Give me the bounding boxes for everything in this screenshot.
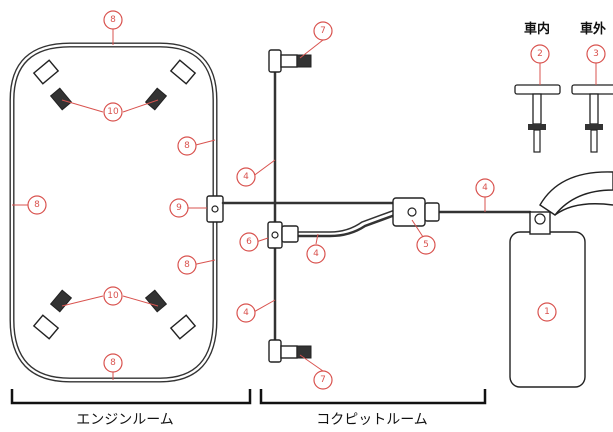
callout-3: 3 [586,44,606,64]
engine-room-bracket [10,389,252,405]
callout-10-top: 10 [103,102,123,122]
exterior-label: 車外 [580,21,606,37]
engine-room-loop [9,42,218,383]
svg-text:4: 4 [482,183,488,193]
valve [392,197,440,227]
svg-text:2: 2 [537,49,543,59]
cross-fitting [267,221,299,249]
interior-label: 車内 [524,21,550,37]
callout-4-right: 4 [475,178,495,198]
cockpit-room-bracket [259,389,487,405]
svg-text:7: 7 [320,375,326,385]
engine-room-label: エンジンルーム [76,412,174,428]
t-handle-interior [514,84,561,153]
callout-10-bottom: 10 [103,286,123,306]
callout-7-top: 7 [313,21,333,41]
svg-text:10: 10 [107,107,119,117]
callout-7-bottom: 7 [313,370,333,390]
loop-tee-fitting [206,195,224,223]
callout-8-top: 8 [103,10,123,30]
svg-text:9: 9 [176,203,182,213]
callout-4-upper: 4 [236,167,256,187]
callout-8-left: 8 [27,195,47,215]
nozzle-bottom-left [32,289,73,340]
callout-1: 1 [537,302,557,322]
svg-text:5: 5 [423,240,429,250]
callout-4-branch: 4 [306,244,326,264]
cockpit-room-label: コクピットルーム [316,412,428,428]
svg-text:7: 7 [320,26,326,36]
t-handle-exterior [571,84,613,153]
nozzle-cockpit-bottom [268,339,312,363]
callout-9: 9 [169,198,189,218]
nozzle-cockpit-top [268,49,312,73]
callout-8-right-lower: 8 [177,255,197,275]
svg-text:4: 4 [243,308,249,318]
leader-lines [12,29,597,380]
svg-text:8: 8 [110,15,116,25]
callout-2: 2 [530,44,550,64]
cockpit-pipes [221,58,532,357]
svg-text:4: 4 [243,172,249,182]
svg-text:1: 1 [544,307,550,317]
svg-text:8: 8 [184,260,190,270]
callout-4-lower: 4 [236,303,256,323]
nozzle-top-right [144,59,197,111]
svg-text:8: 8 [34,200,40,210]
callout-6: 6 [239,232,259,252]
svg-text:4: 4 [313,249,319,259]
svg-text:10: 10 [107,291,119,301]
svg-text:8: 8 [184,141,190,151]
callout-8-bottom: 8 [103,353,123,373]
nozzle-top-left [32,59,73,111]
svg-text:8: 8 [110,358,116,368]
callout-8-right-upper: 8 [177,136,197,156]
extinguisher-bottle [509,171,613,388]
nozzle-bottom-right [144,289,197,340]
svg-text:3: 3 [593,49,599,59]
callout-5: 5 [416,235,436,255]
svg-text:6: 6 [246,237,252,247]
